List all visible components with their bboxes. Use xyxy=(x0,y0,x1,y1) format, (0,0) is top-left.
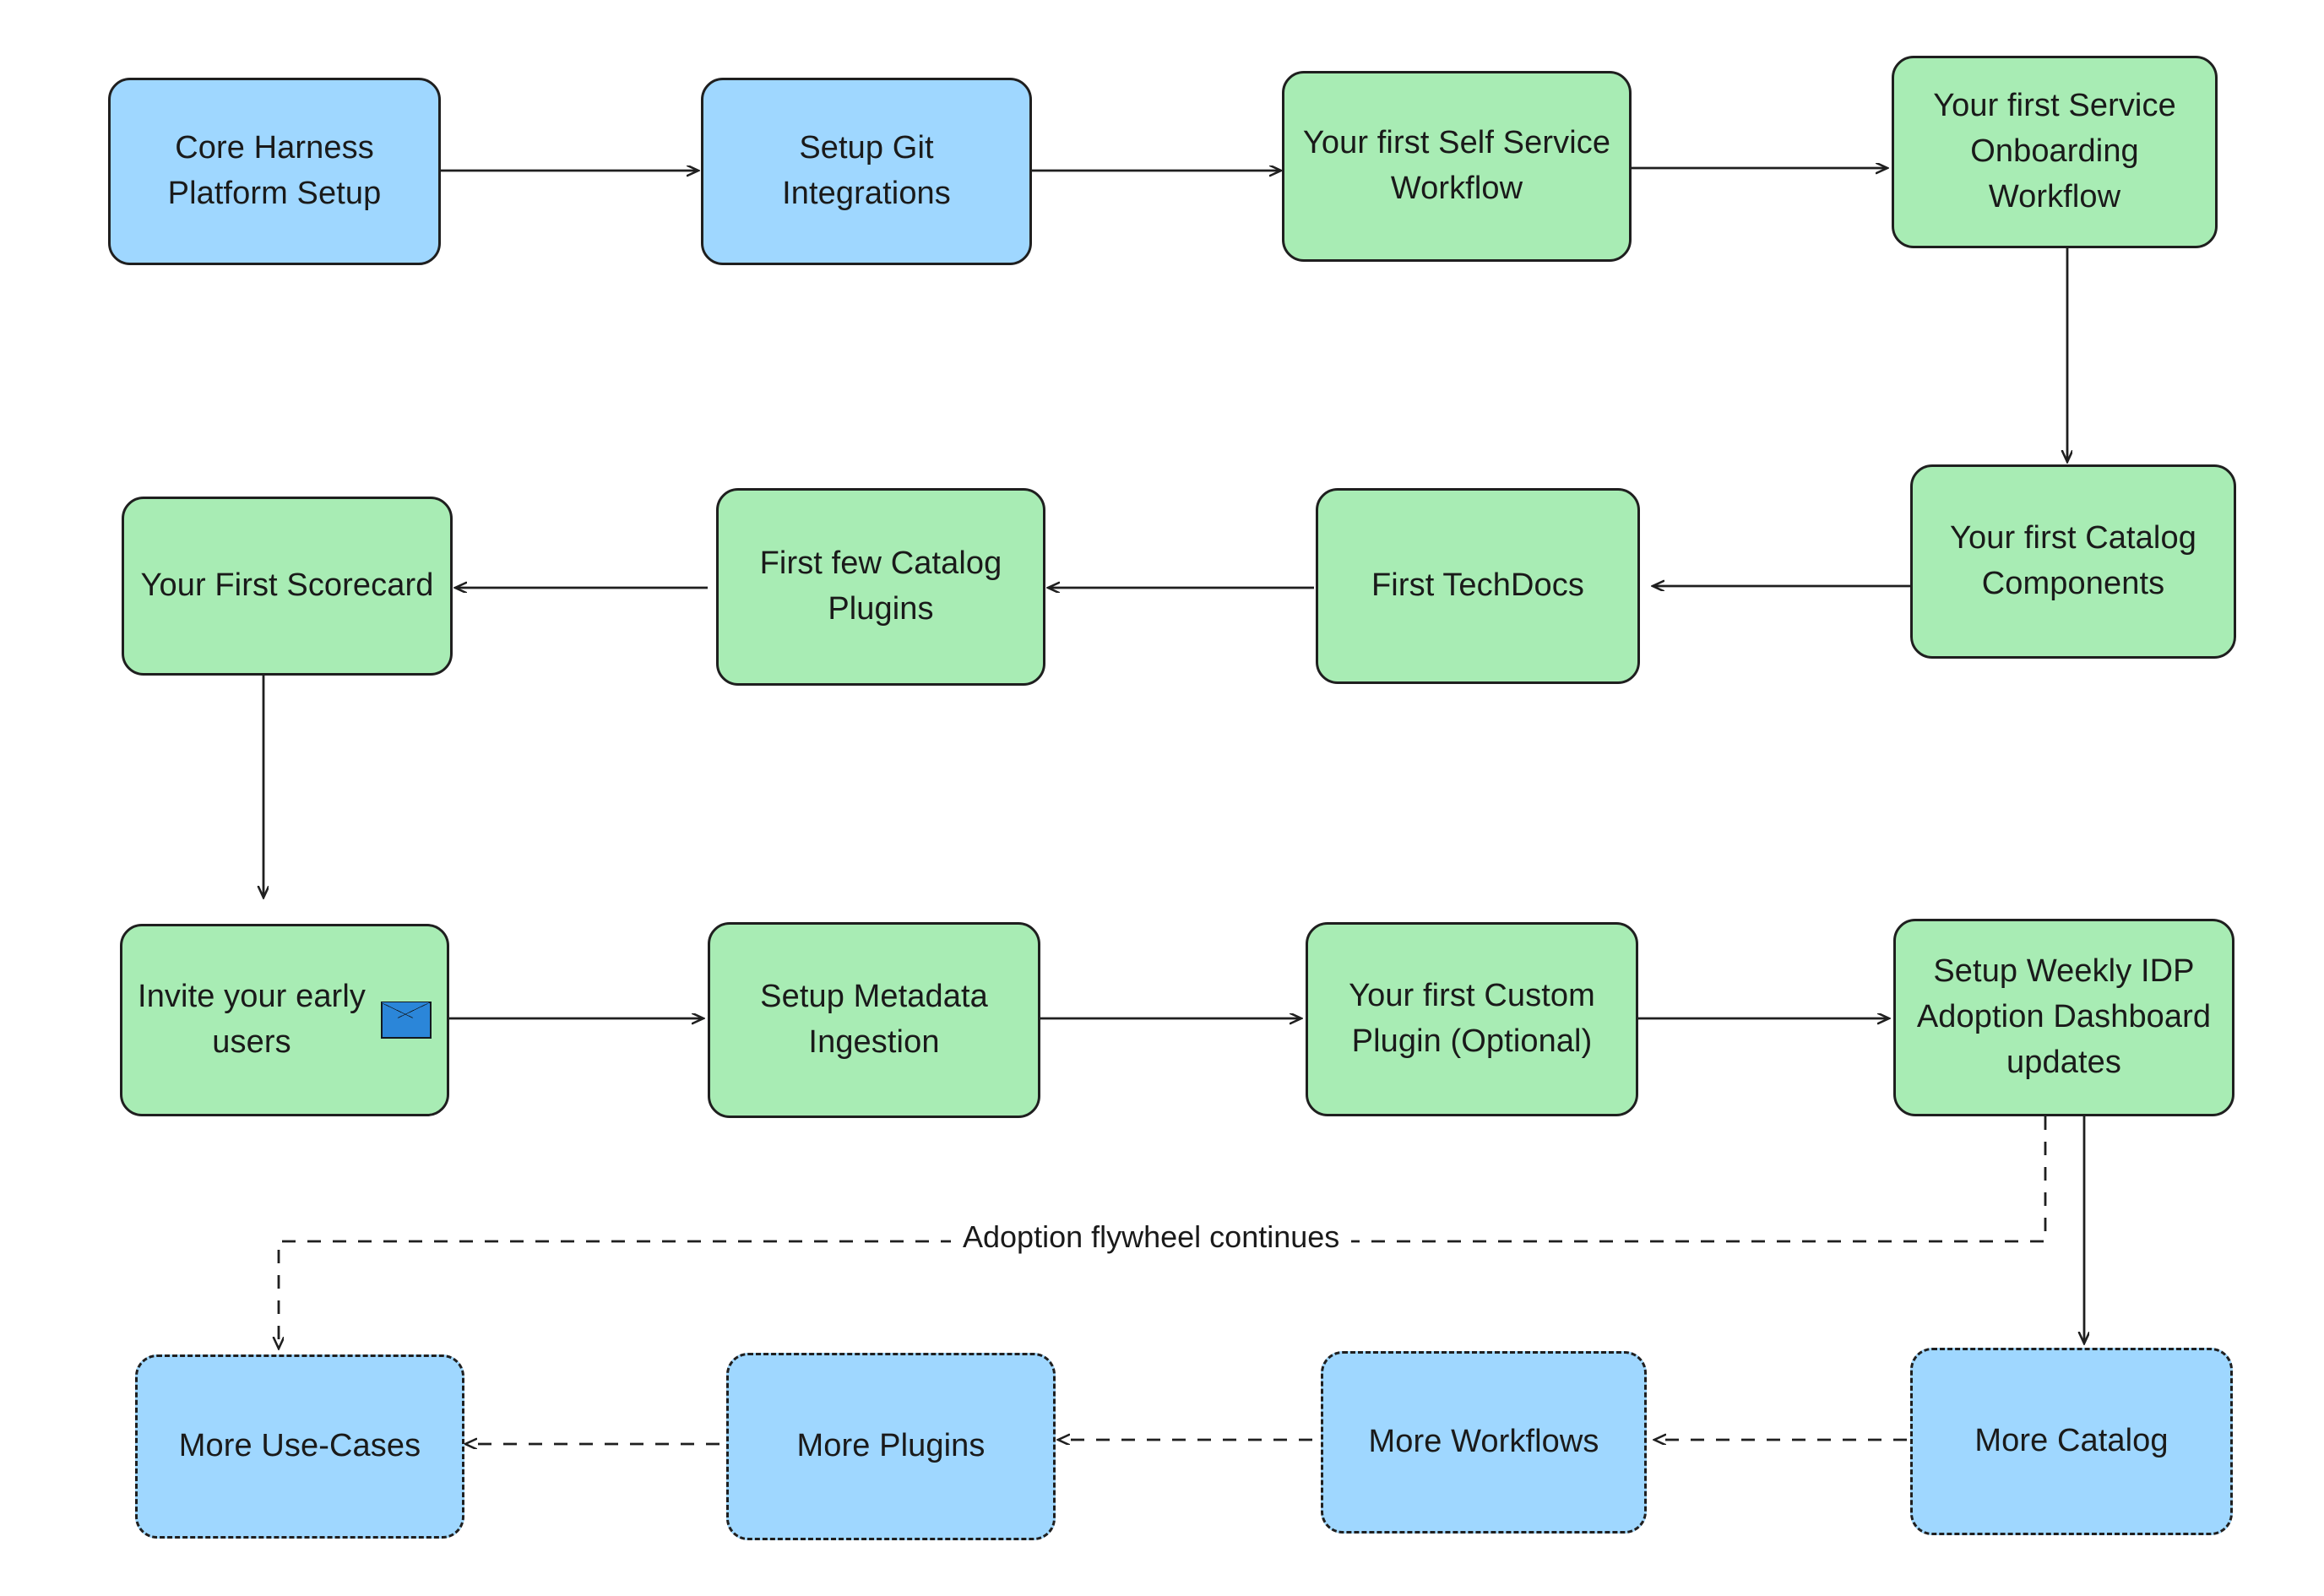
node-first-few-catalog-plugins[interactable]: First few Catalog Plugins xyxy=(716,488,1045,686)
node-first-custom-plugin[interactable]: Your first Custom Plugin (Optional) xyxy=(1306,922,1638,1116)
node-label: More Catalog xyxy=(1974,1423,2169,1459)
node-label: Invite your early users xyxy=(138,979,366,1060)
node-label: First TechDocs xyxy=(1371,567,1584,604)
node-label: More Plugins xyxy=(796,1428,986,1464)
node-label: Core Harness Platform Setup xyxy=(167,130,382,211)
node-label: Your First Scorecard xyxy=(140,567,434,604)
node-more-workflows[interactable]: More Workflows xyxy=(1321,1351,1647,1534)
node-first-self-service-workflow[interactable]: Your first Self Service Workflow xyxy=(1282,71,1632,262)
node-more-catalog[interactable]: More Catalog xyxy=(1910,1348,2233,1535)
node-label: Setup Weekly IDP Adoption Dashboard upda… xyxy=(1916,953,2212,1080)
node-label: Setup Git Integrations xyxy=(782,130,951,211)
node-your-first-scorecard[interactable]: Your First Scorecard xyxy=(122,497,453,676)
envelope-icon xyxy=(380,1002,432,1039)
node-label: Your first Custom Plugin (Optional) xyxy=(1349,978,1595,1059)
node-core-harness-platform-setup[interactable]: Core Harness Platform Setup xyxy=(108,78,441,265)
node-label: Your first Self Service Workflow xyxy=(1302,125,1611,206)
node-more-plugins[interactable]: More Plugins xyxy=(726,1353,1056,1540)
node-label: More Use-Cases xyxy=(178,1428,421,1464)
node-first-techdocs[interactable]: First TechDocs xyxy=(1316,488,1640,684)
node-label: More Workflows xyxy=(1368,1424,1599,1460)
node-label: First few Catalog Plugins xyxy=(759,546,1002,627)
node-first-catalog-components[interactable]: Your first Catalog Components xyxy=(1910,464,2236,659)
node-label: Setup Metadata Ingestion xyxy=(760,979,988,1060)
node-setup-metadata-ingestion[interactable]: Setup Metadata Ingestion xyxy=(708,922,1040,1118)
node-label: Your first Catalog Components xyxy=(1950,520,2196,601)
node-invite-your-early-users[interactable]: Invite your early users xyxy=(120,924,449,1116)
edge-label-adoption-flywheel: Adoption flywheel continues xyxy=(951,1219,1352,1255)
node-label: Your first Service Onboarding Workflow xyxy=(1933,88,2176,214)
node-setup-git-integrations[interactable]: Setup Git Integrations xyxy=(701,78,1032,265)
node-setup-weekly-idp-dashboard[interactable]: Setup Weekly IDP Adoption Dashboard upda… xyxy=(1893,919,2234,1116)
node-more-use-cases[interactable]: More Use-Cases xyxy=(135,1354,464,1539)
node-first-service-onboarding-workflow[interactable]: Your first Service Onboarding Workflow xyxy=(1892,56,2218,248)
